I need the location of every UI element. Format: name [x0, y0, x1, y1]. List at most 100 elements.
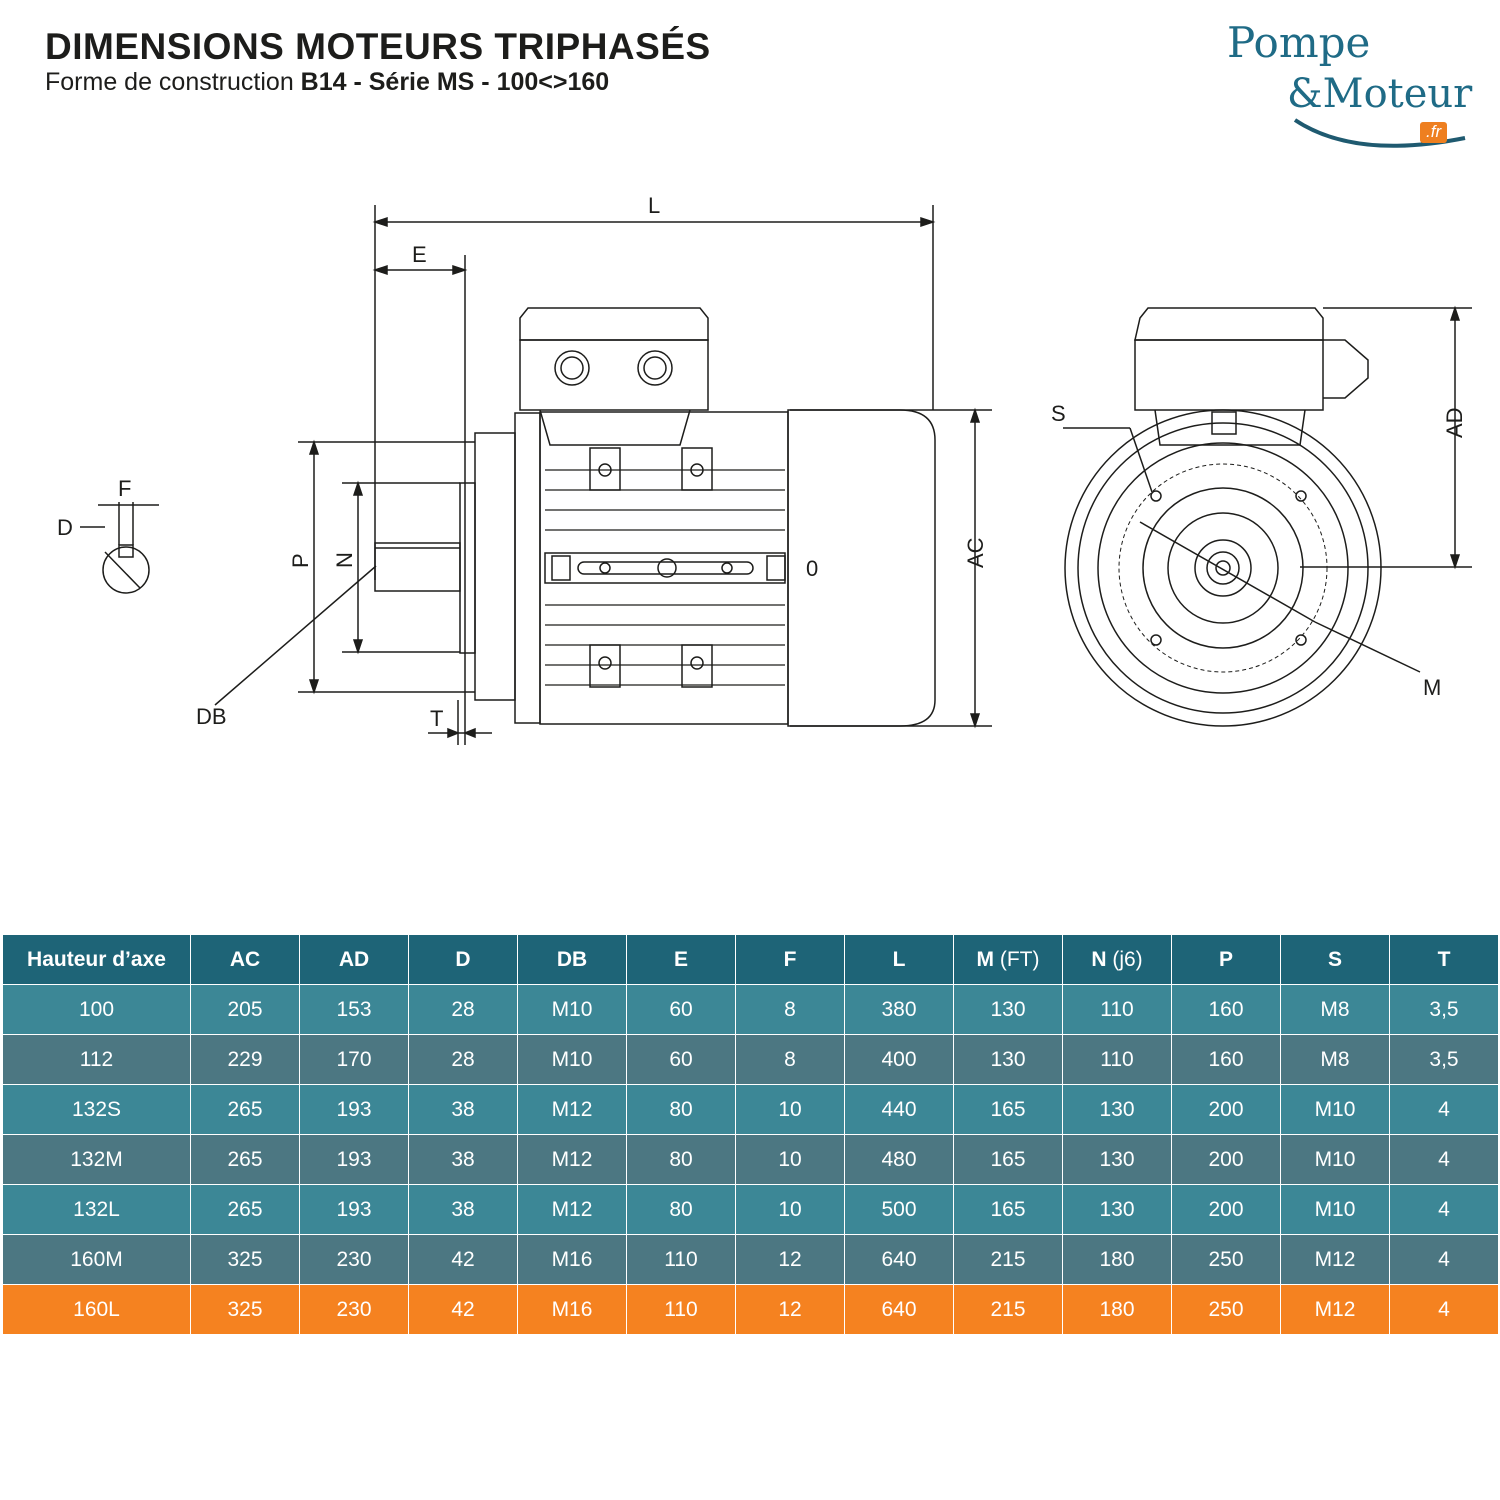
column-header: P	[1171, 934, 1281, 985]
table-cell: 265	[190, 1084, 300, 1135]
table-cell: M12	[517, 1134, 627, 1185]
table-cell: 200	[1171, 1084, 1281, 1135]
label-F: F	[118, 476, 131, 501]
table-cell: 215	[953, 1234, 1063, 1285]
table-cell: 200	[1171, 1184, 1281, 1235]
logo-line2: &Moteur	[1287, 71, 1473, 117]
table-cell: 160	[1171, 984, 1281, 1035]
table-cell: 12	[735, 1284, 845, 1335]
table-cell: 380	[844, 984, 954, 1035]
table-cell: 3,5	[1389, 1034, 1499, 1085]
table-cell-axis-height: 100	[2, 984, 191, 1035]
table-cell: 205	[190, 984, 300, 1035]
table-cell: 110	[626, 1284, 736, 1335]
page-title: DIMENSIONS MOTEURS TRIPHASÉS	[45, 26, 711, 67]
logo-line1: Pompe	[1227, 18, 1371, 67]
table-cell: 28	[408, 1034, 518, 1085]
table-cell: 42	[408, 1284, 518, 1335]
label-L: L	[648, 193, 660, 218]
table-cell: 38	[408, 1134, 518, 1185]
table-cell: 80	[626, 1084, 736, 1135]
table-cell: 440	[844, 1084, 954, 1135]
table-cell-axis-height: 160M	[2, 1234, 191, 1285]
label-DB: DB	[196, 704, 227, 729]
table-cell: M8	[1280, 1034, 1390, 1085]
table-cell: 640	[844, 1234, 954, 1285]
table-cell: 38	[408, 1184, 518, 1235]
table-cell: 80	[626, 1184, 736, 1235]
table-cell: 130	[1062, 1184, 1172, 1235]
table-cell: M10	[1280, 1184, 1390, 1235]
table-cell: 230	[299, 1234, 409, 1285]
motor-dimension-drawing: L E P N DB T AC 0 F D S AD M	[57, 193, 1472, 745]
label-AC: AC	[963, 537, 988, 568]
table-cell: M10	[517, 984, 627, 1035]
page-subtitle: Forme de construction B14 - Série MS - 1…	[45, 70, 609, 95]
table-cell: 480	[844, 1134, 954, 1185]
table-cell: M10	[1280, 1084, 1390, 1135]
subtitle-series: B14 - Série MS - 100<>160	[300, 68, 610, 96]
column-header: DB	[517, 934, 627, 985]
table-cell-axis-height: 112	[2, 1034, 191, 1085]
column-header: AD	[299, 934, 409, 985]
label-S: S	[1051, 401, 1066, 426]
table-cell: 265	[190, 1184, 300, 1235]
table-cell: 170	[299, 1034, 409, 1085]
table-cell: 4	[1389, 1084, 1499, 1135]
table-cell: 193	[299, 1084, 409, 1135]
table-cell: 110	[1062, 984, 1172, 1035]
table-cell: 200	[1171, 1134, 1281, 1185]
table-cell-axis-height: 132S	[2, 1084, 191, 1135]
table-cell: 4	[1389, 1234, 1499, 1285]
label-N: N	[332, 552, 357, 568]
table-cell: 8	[735, 1034, 845, 1085]
table-cell: 165	[953, 1134, 1063, 1185]
table-cell: 193	[299, 1134, 409, 1185]
table-cell: 38	[408, 1084, 518, 1135]
brand-logo[interactable]: Pompe &Moteur .fr	[1215, 20, 1485, 160]
table-cell: 8	[735, 984, 845, 1035]
table-cell: 10	[735, 1134, 845, 1185]
table-cell: M16	[517, 1234, 627, 1285]
table-cell: M10	[1280, 1134, 1390, 1185]
table-cell: 325	[190, 1284, 300, 1335]
table-cell: M12	[1280, 1234, 1390, 1285]
table-cell: M12	[517, 1184, 627, 1235]
table-cell: 325	[190, 1234, 300, 1285]
column-header: AC	[190, 934, 300, 985]
table-cell: 42	[408, 1234, 518, 1285]
table-cell: 4	[1389, 1284, 1499, 1335]
table-cell: M12	[517, 1084, 627, 1135]
table-header-row: Hauteur d’axe AC AD D DB E F L M (FT) N …	[2, 934, 1499, 985]
column-header: Hauteur d’axe	[2, 934, 191, 985]
column-header: T	[1389, 934, 1499, 985]
column-header: S	[1280, 934, 1390, 985]
label-P: P	[288, 553, 313, 568]
dimensions-table: Hauteur d’axe AC AD D DB E F L M (FT) N …	[2, 934, 1499, 1335]
subtitle-prefix: Forme de construction	[45, 68, 301, 96]
label-M: M	[1423, 675, 1441, 700]
table-cell: 110	[626, 1234, 736, 1285]
column-header: D	[408, 934, 518, 985]
table-cell: 130	[1062, 1084, 1172, 1135]
table-cell: 193	[299, 1184, 409, 1235]
table-cell: 12	[735, 1234, 845, 1285]
table-cell: 250	[1171, 1284, 1281, 1335]
table-cell: 3,5	[1389, 984, 1499, 1035]
column-header: M (FT)	[953, 934, 1063, 985]
table-cell: M12	[1280, 1284, 1390, 1335]
table-cell: 640	[844, 1284, 954, 1335]
table-cell: 110	[1062, 1034, 1172, 1085]
table-cell: 265	[190, 1134, 300, 1185]
table-cell: 4	[1389, 1134, 1499, 1185]
table-cell: 230	[299, 1284, 409, 1335]
label-AD: AD	[1442, 407, 1467, 438]
table-cell: 180	[1062, 1284, 1172, 1335]
